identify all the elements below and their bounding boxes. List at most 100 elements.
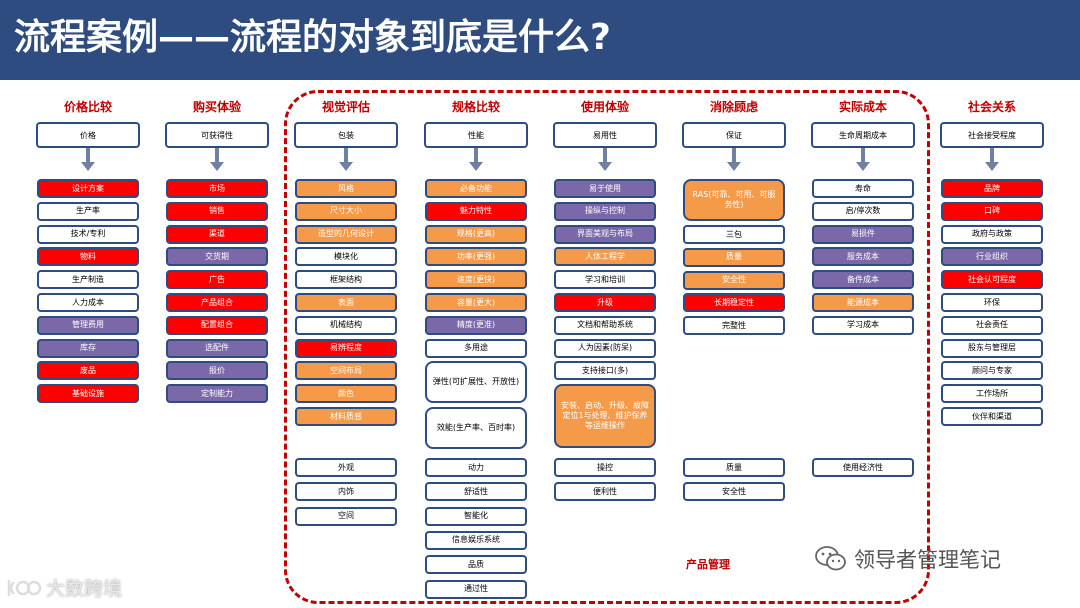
list-item: 安全性	[683, 270, 785, 290]
list-item: 三包	[683, 225, 785, 244]
list-item: 库存	[37, 338, 139, 358]
list-item: 废品	[37, 361, 139, 381]
list-item: 交货期	[166, 247, 268, 267]
list-item: 行业组织	[941, 247, 1043, 267]
wechat-icon	[815, 546, 846, 571]
column-header: 视觉评估	[321, 100, 370, 114]
list-item: 操纵与控制	[554, 201, 656, 221]
column-header: 价格比较	[63, 100, 112, 114]
list-item: 服务成本	[812, 247, 914, 267]
list-item: 长期稳定性	[683, 293, 785, 313]
bottom-item: 操控	[554, 458, 656, 477]
connector-line	[732, 148, 736, 162]
column-header: 实际成本	[838, 100, 887, 114]
list-item: 必备功能	[425, 179, 527, 198]
list-item: 材料质感	[295, 407, 397, 426]
list-item: 人力成本	[37, 293, 139, 312]
bottom-item: 质量	[683, 458, 785, 477]
list-item: 人体工程学	[554, 247, 656, 267]
list-item: 颜色	[295, 384, 397, 404]
list-item: 学习和培训	[554, 270, 656, 290]
list-item: 基础设施	[37, 384, 139, 404]
product-management-frame	[284, 90, 930, 604]
list-item: 管理费用	[37, 315, 139, 335]
list-item: 备件成本	[812, 270, 914, 290]
list-item: 启/停次数	[812, 201, 914, 221]
list-item: 股东与管理层	[941, 338, 1043, 358]
bottom-item: 品质	[425, 555, 527, 575]
bottom-item: 舒适性	[425, 482, 527, 502]
list-item: 模块化	[295, 247, 397, 267]
column-top-box: 价格	[36, 122, 140, 148]
arrow-down-icon	[339, 162, 353, 171]
list-item: 空间布局	[295, 361, 397, 381]
arrow-down-icon	[727, 162, 741, 171]
connector-line	[990, 148, 994, 162]
list-item: 表面	[295, 293, 397, 312]
list-item: 风格	[295, 179, 397, 198]
arrow-down-icon	[81, 162, 95, 171]
list-item: 完整性	[683, 316, 785, 336]
list-item: 口碑	[941, 201, 1043, 221]
column-top-box: 生命周期成本	[811, 122, 915, 148]
list-item: 物料	[37, 247, 139, 267]
bottom-item: 信息娱乐系统	[425, 530, 527, 550]
list-item: 学习成本	[812, 315, 914, 335]
watermark-left-text: 大数跨境	[46, 578, 123, 600]
column-top-box: 可获得性	[165, 122, 269, 148]
column-top-box: 性能	[424, 122, 528, 148]
list-item: 多用途	[425, 338, 527, 358]
list-item: 寿命	[812, 179, 914, 198]
list-item: 渠道	[166, 224, 268, 244]
page-title: 流程案例——流程的对象到底是什么?	[14, 17, 611, 58]
bottom-item: 动力	[425, 458, 527, 477]
list-item: 政府与政策	[941, 224, 1043, 244]
list-item: 广告	[166, 270, 268, 290]
bottom-item: 智能化	[425, 506, 527, 526]
bottom-item: 内饰	[295, 482, 397, 502]
list-item: 规格(更高)	[425, 224, 527, 244]
list-item: 易于使用	[554, 179, 656, 198]
connector-line	[215, 148, 219, 162]
list-item: 升级	[554, 293, 656, 312]
list-item: 设计方案	[37, 179, 139, 198]
list-item: 界面美观与布局	[554, 224, 656, 244]
list-item: 社会认可程度	[941, 270, 1043, 290]
list-item: 工作场所	[941, 384, 1043, 404]
bottom-item: 通过性	[425, 579, 527, 599]
list-item: 精度(更准)	[425, 315, 527, 335]
title-bar: 流程案例——流程的对象到底是什么?	[0, 0, 1080, 80]
column-header: 社会关系	[967, 100, 1016, 114]
list-item: 报价	[166, 361, 268, 381]
list-item: 顾问与专家	[941, 361, 1043, 381]
list-item: 效能(生产率、百时率)	[425, 407, 527, 450]
list-item: 市场	[166, 179, 268, 198]
list-item: RAS(可靠、可用、可服务性)	[683, 179, 785, 221]
bottom-item: 外观	[295, 458, 397, 477]
connector-line	[474, 148, 478, 162]
arrow-down-icon	[598, 162, 612, 171]
connector-line	[344, 148, 348, 162]
connector-line	[86, 148, 90, 162]
list-item: 魅力特性	[425, 201, 527, 221]
connector-line	[603, 148, 607, 162]
list-item: 尺寸大小	[295, 201, 397, 221]
connector-line	[861, 148, 865, 162]
list-item: 文档和帮助系统	[554, 315, 656, 335]
column-header: 使用体验	[580, 100, 629, 114]
bottom-item: 便利性	[554, 482, 656, 502]
list-item: 能源成本	[812, 293, 914, 312]
list-item: 选配件	[166, 338, 268, 358]
watermark-right-text: 领导者管理笔记	[854, 548, 1001, 572]
column-top-box: 易用性	[553, 122, 657, 148]
list-item: 社会责任	[941, 315, 1043, 335]
arrow-down-icon	[985, 162, 999, 171]
list-item: 速度(更快)	[425, 270, 527, 290]
column-top-box: 保证	[682, 122, 786, 148]
column-top-box: 包装	[294, 122, 398, 148]
list-item: 产品组合	[166, 293, 268, 312]
list-item: 定制能力	[166, 384, 268, 404]
list-item: 造型的几何设计	[295, 224, 397, 244]
bottom-item: 安全性	[683, 482, 785, 502]
list-item: 易损件	[812, 224, 914, 244]
